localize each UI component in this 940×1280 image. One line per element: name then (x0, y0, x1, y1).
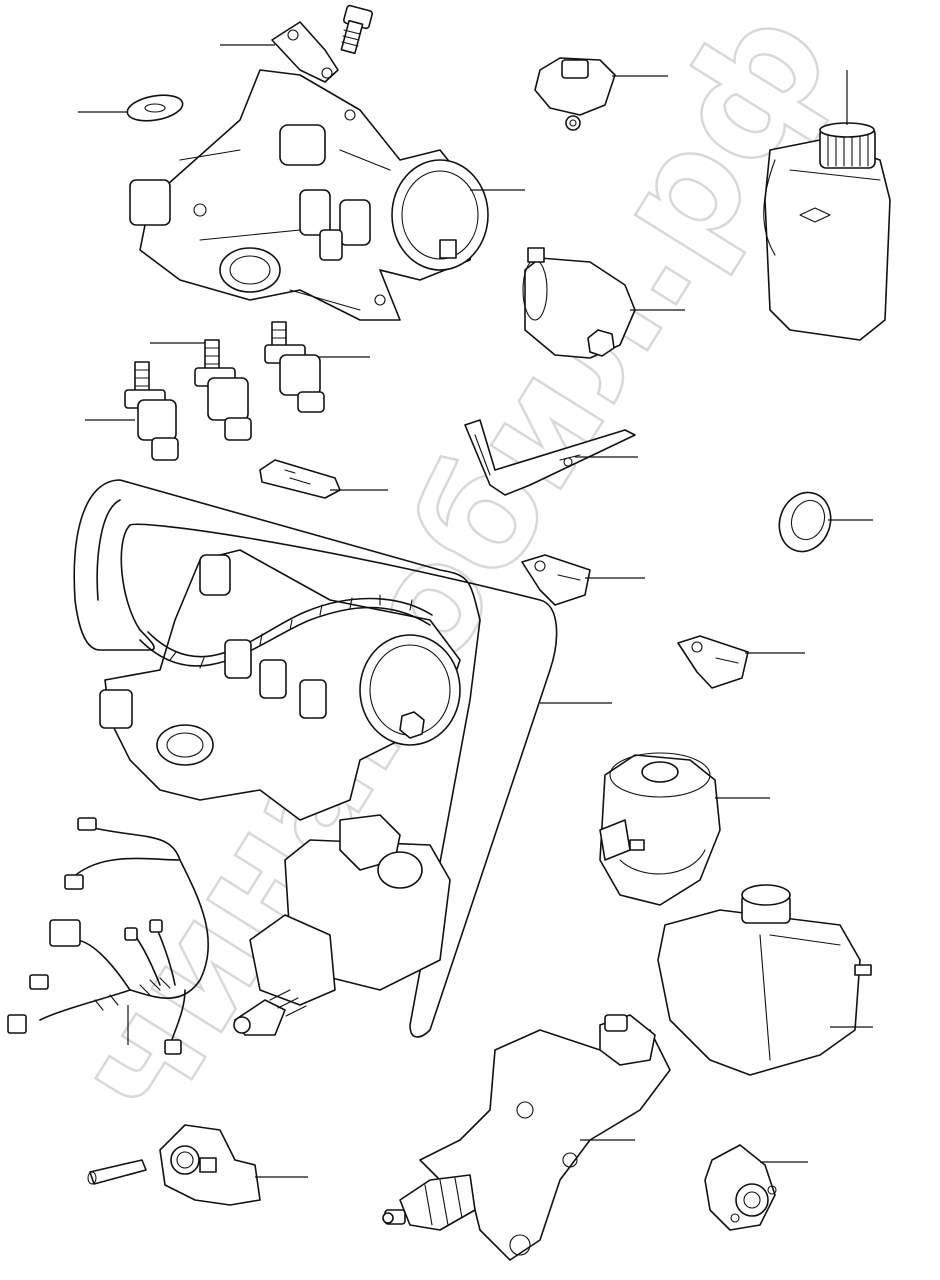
pressure-sensor (534, 57, 616, 131)
actuator-assembly (73, 479, 558, 1038)
electric-pump-motor (599, 752, 721, 906)
hydraulic-control-unit (129, 69, 489, 321)
solenoid-valve-1 (124, 361, 179, 461)
solenoid-valve-2 (194, 339, 252, 441)
solenoid-valve-3 (264, 321, 325, 413)
shift-fork-lever (159, 1124, 261, 1206)
mounting-bracket-top (271, 21, 339, 83)
clutch-slave-cylinder (382, 1014, 671, 1261)
pressure-accumulator (522, 247, 636, 359)
pin (87, 1159, 147, 1185)
washer (126, 94, 184, 122)
clamp-bracket-1 (521, 554, 591, 606)
position-sensor (704, 1144, 777, 1231)
wiring-harness (7, 817, 209, 1055)
small-plate (259, 459, 341, 499)
clamp-bracket-2 (677, 635, 749, 689)
bleed-screw (340, 4, 374, 55)
seal-ring (778, 491, 832, 553)
fluid-bottle (763, 122, 891, 341)
fluid-reservoir (657, 884, 872, 1076)
l-bracket (464, 419, 636, 496)
